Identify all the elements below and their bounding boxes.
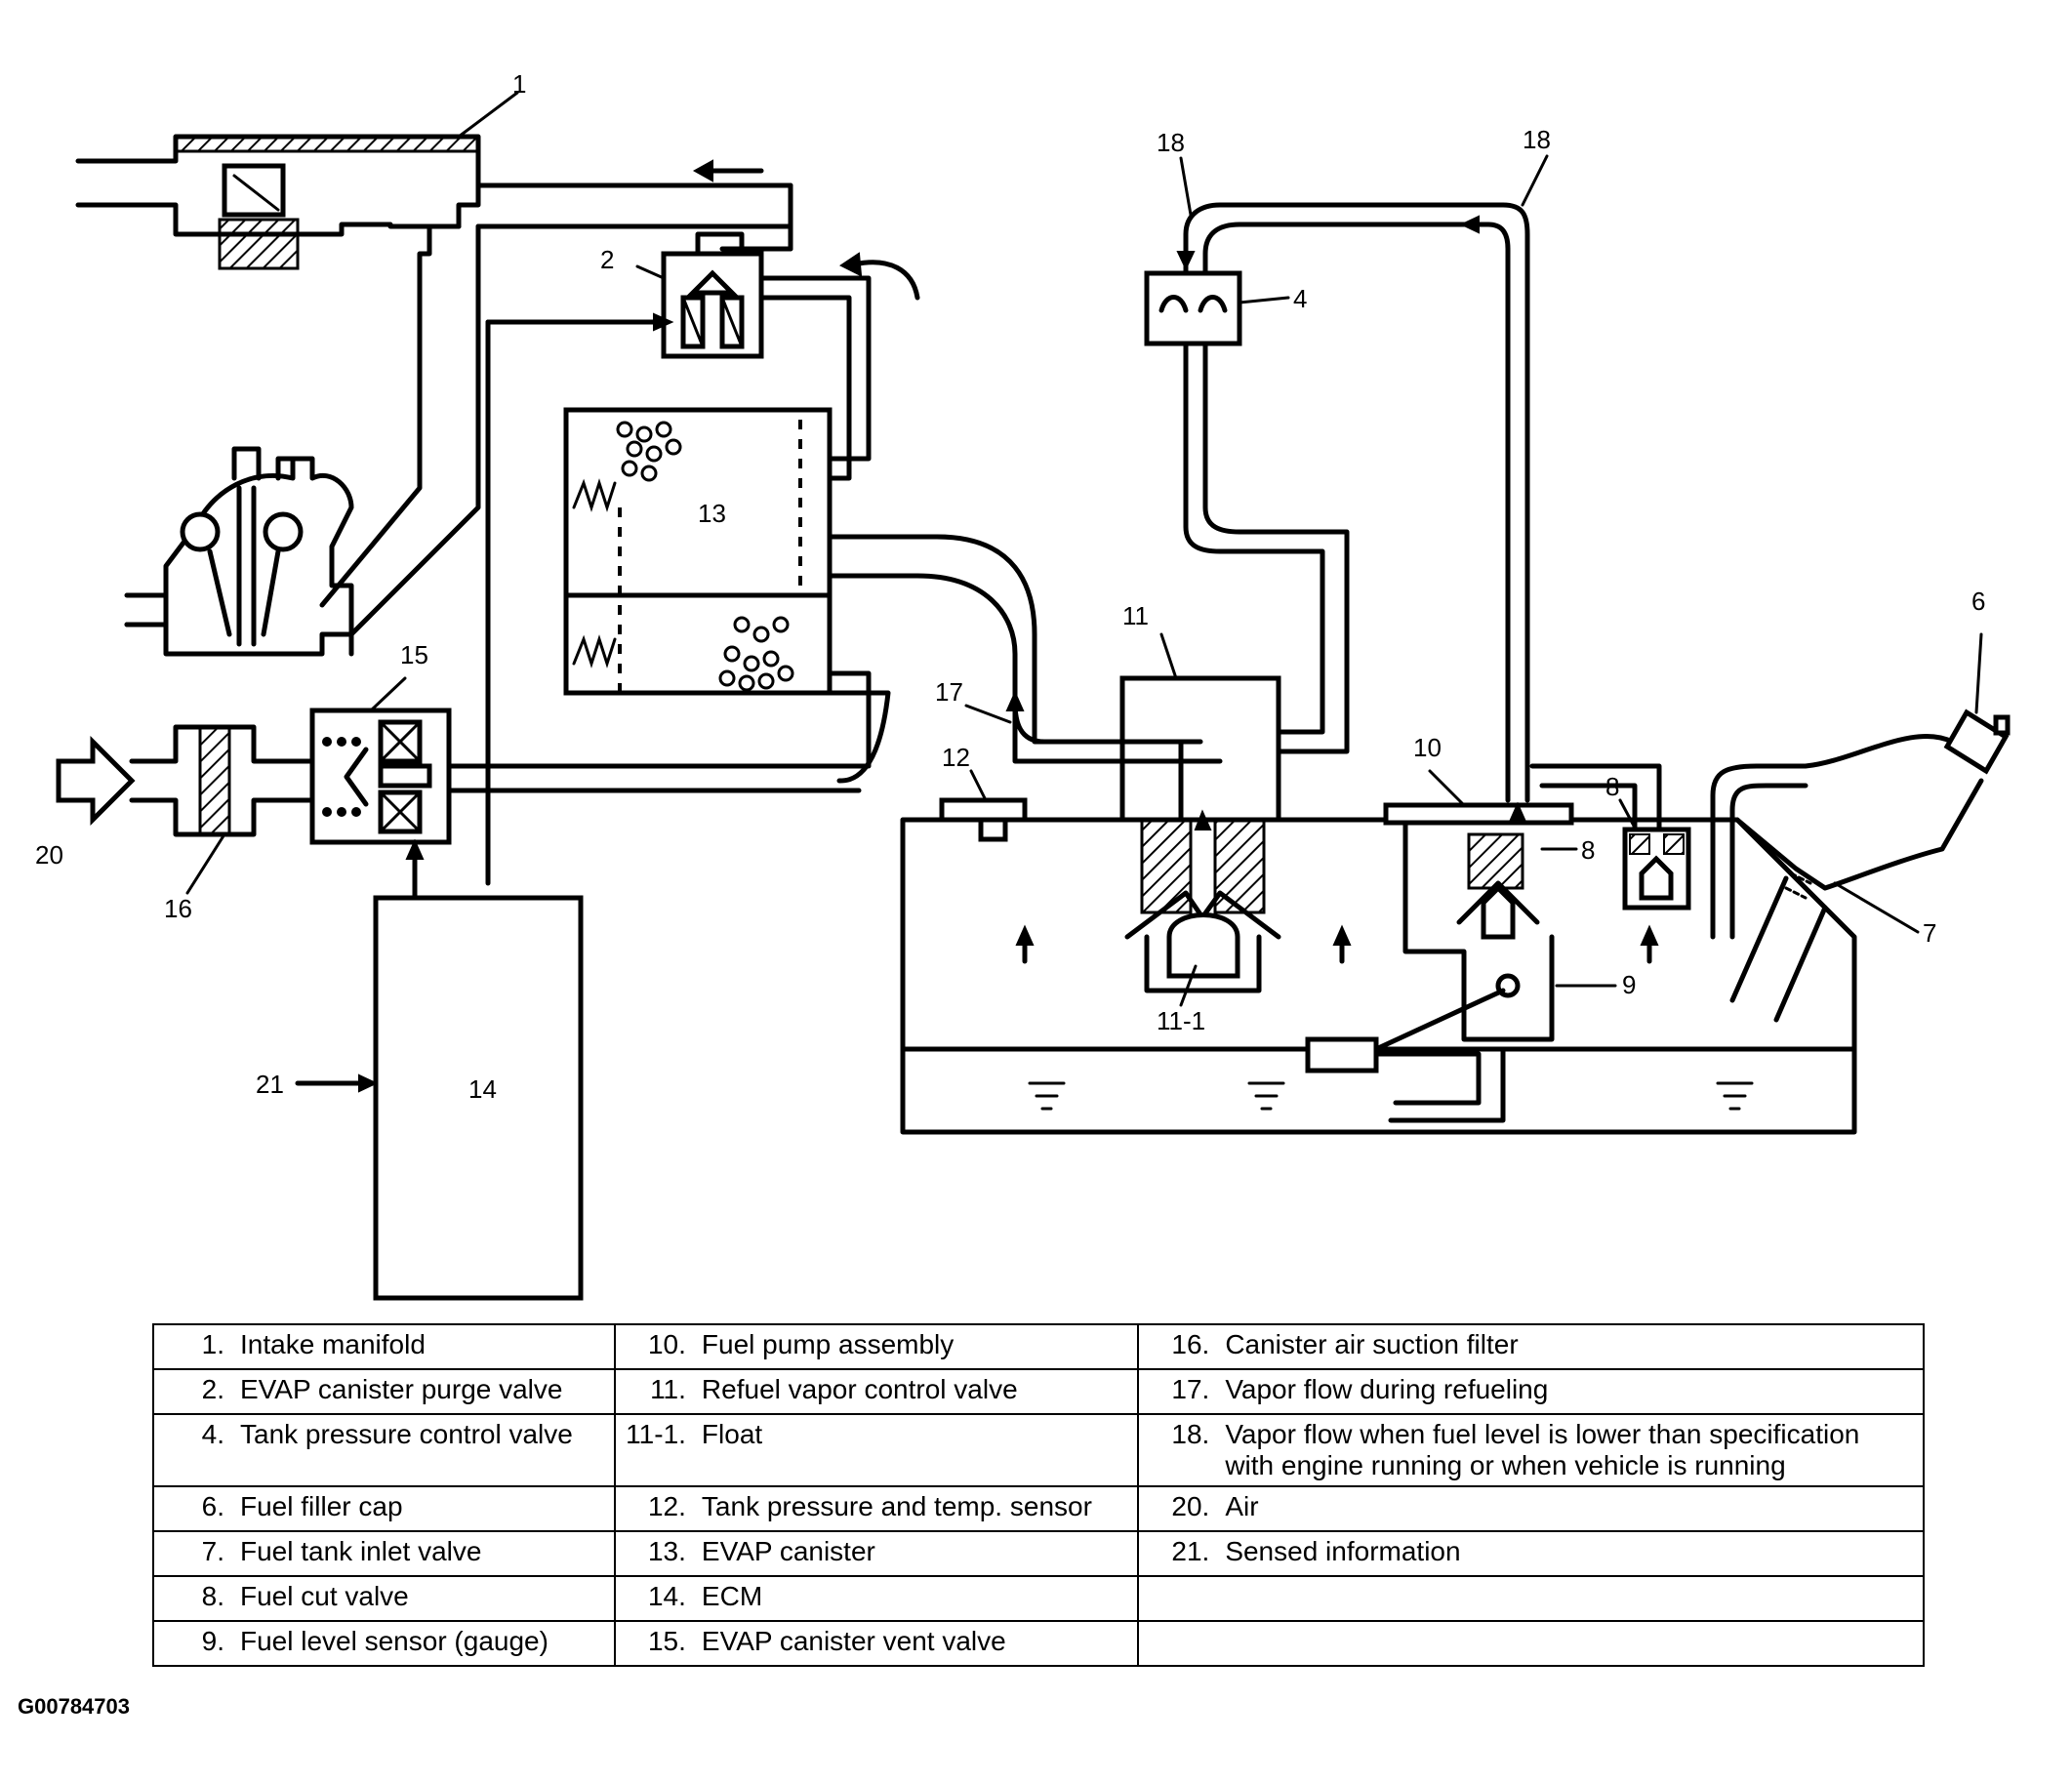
callout-2: 2 [600,245,614,274]
vent-valve [309,708,862,845]
callout-6: 6 [1971,587,1985,616]
callout-16: 16 [164,894,192,923]
flow-arrow-head [1459,215,1480,234]
callout-12: 12 [942,743,970,772]
legend-table: 1.Intake manifold 10.Fuel pump assembly … [152,1323,1925,1667]
evap-system-diagram: 1 2 4 18 18 13 11 17 15 20 16 12 10 8 8 … [35,69,2011,1301]
callout-18-right: 18 [1523,125,1551,154]
air-arrow [56,735,136,827]
legend-row: 1.Intake manifold 10.Fuel pump assembly … [152,1323,1925,1370]
evap-canister [446,407,1203,784]
callout-20: 20 [35,840,63,870]
callout-8-top: 8 [1605,772,1619,801]
engine-head [124,446,354,657]
callout-7: 7 [1923,918,1936,948]
leader-lines [185,91,1983,1007]
legend-row: 6.Fuel filler cap 12.Tank pressure and t… [152,1485,1925,1532]
callout-17: 17 [935,677,963,707]
fuel-cut-valve [1529,763,1691,911]
intake-manifold [75,134,793,657]
callout-11-1: 11-1 [1157,1006,1205,1035]
callout-15: 15 [400,640,428,669]
legend-row: 7.Fuel tank inlet valve 13.EVAP canister… [152,1530,1925,1577]
fuel-pump-assembly [1305,801,1574,1123]
tank-pressure-control-valve [1144,202,1530,803]
flow-arrow-head [839,252,863,277]
legend-row: 2.EVAP canister purge valve 11.Refuel va… [152,1368,1925,1415]
filler-neck [1710,709,2011,1023]
ecm-box [373,895,584,1301]
callout-21: 21 [256,1070,284,1099]
flow-arrow-head [692,159,713,182]
callout-13: 13 [698,499,726,528]
callout-18-left: 18 [1157,128,1185,157]
callout-8-side: 8 [1581,835,1595,865]
callout-14: 14 [468,1074,497,1104]
callout-10: 10 [1413,733,1442,762]
ecm-signal-arrow [405,838,425,860]
flow-arrow-head [1176,251,1196,271]
legend-row: 9.Fuel level sensor (gauge) 15.EVAP cani… [152,1620,1925,1667]
figure-code: G00784703 [18,1694,130,1719]
sensed-info-arrow-head [358,1073,379,1093]
refuel-vapor-control-valve [1012,675,1281,823]
callout-4: 4 [1293,284,1307,313]
callout-1: 1 [512,69,526,99]
callout-11: 11 [1122,601,1149,630]
float [1124,809,1281,993]
legend-row: 4.Tank pressure control valve 11-1.Float… [152,1413,1925,1487]
callout-9: 9 [1622,970,1636,999]
legend-row: 8.Fuel cut valve 14.ECM [152,1575,1925,1622]
flow-arrow [856,260,920,301]
refuel-flow-arrow-head [1005,690,1025,711]
air-filter [129,724,315,837]
